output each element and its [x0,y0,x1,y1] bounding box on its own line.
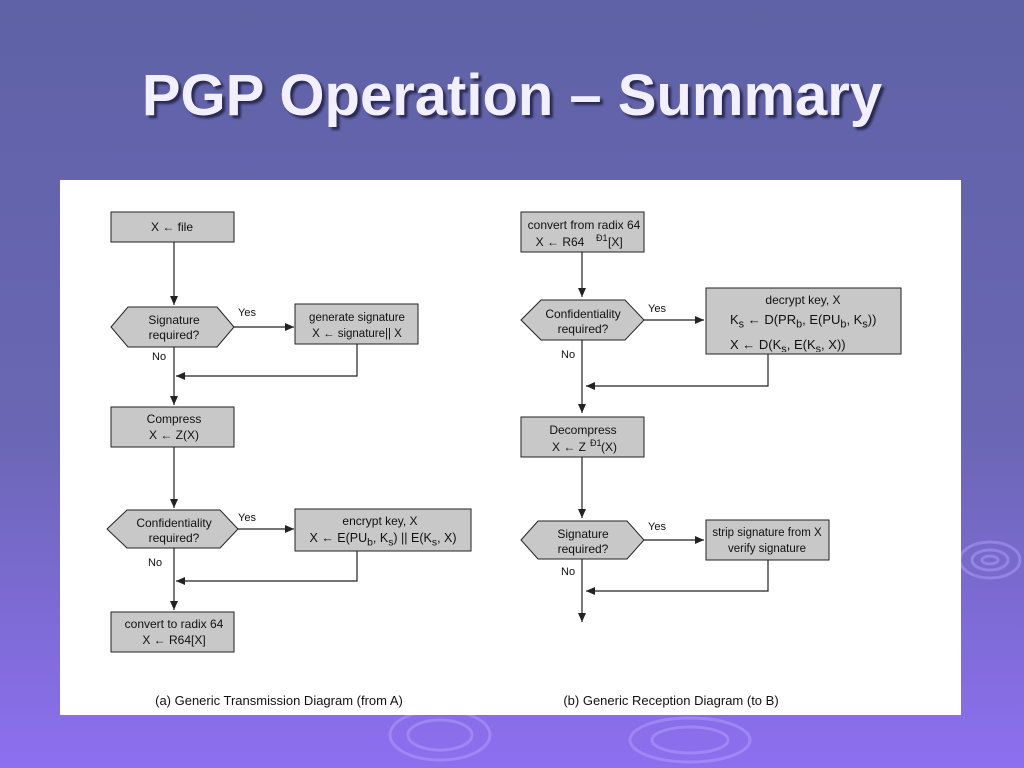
encrypt-formula: X ← E(PUb, Ks) || E(Ks, X) [309,531,456,549]
svg-text:X ← file: X ← file [151,220,193,234]
pgp-flow-diagram: X ← file Signature required? Yes No gene… [106,211,902,708]
compress-box: Compress X ← Z(X) [110,406,235,448]
rx-conf-yes-label: Yes [648,303,666,315]
file-box: X ← file [110,211,235,243]
svg-text:verify signature: verify signature [728,543,806,555]
arrow-gensig-return [176,344,358,380]
arrow-encrypt-return [176,551,358,585]
svg-text:Ð1: Ð1 [590,438,602,448]
svg-text:Ð1: Ð1 [596,233,608,243]
radix-box: convert to radix 64 X ← R64[X] [110,611,235,653]
svg-text:convert from radix 64: convert from radix 64 [528,218,641,232]
svg-text:X ← Z: X ← Z [552,440,586,454]
tx-sig-no-label: No [152,351,166,363]
rx-sig-no-label: No [561,566,575,578]
generate-signature-box: generate signature X ← signature|| X [294,303,419,345]
svg-text:encrypt key, X: encrypt key, X [342,514,417,528]
svg-text:Signature: Signature [148,313,200,327]
svg-text:[X]: [X] [608,235,623,249]
svg-text:(X): (X) [601,440,617,454]
svg-text:X ← R64: X ← R64 [536,235,585,249]
decompress-box: Decompress X ← Z Ð1 (X) [520,416,645,458]
arrow-strip-return [586,560,769,595]
rx-sig-yes-label: Yes [648,521,666,533]
diagram-panel: X ← file Signature required? Yes No gene… [60,180,961,715]
rx-confidentiality-decision: Confidentiality required? [520,299,645,341]
tx-sig-yes-label: Yes [238,307,256,319]
svg-text:X ← Z(X): X ← Z(X) [149,428,199,442]
svg-text:convert to radix 64: convert to radix 64 [125,617,224,631]
tx-conf-yes-label: Yes [238,512,256,524]
svg-text:generate signature: generate signature [309,312,405,324]
svg-text:required?: required? [558,322,609,336]
svg-text:Compress: Compress [147,412,202,426]
svg-text:required?: required? [149,328,200,342]
rx-signature-decision: Signature required? [520,520,645,560]
strip-signature-box: strip signature from X verify signature [705,519,830,561]
svg-text:required?: required? [558,542,609,556]
svg-text:X ← R64[X]: X ← R64[X] [142,633,205,647]
tx-signature-decision: Signature required? [110,306,235,348]
svg-text:Confidentiality: Confidentiality [545,307,620,321]
rx-conf-no-label: No [561,349,575,361]
encrypt-box: encrypt key, X [294,508,472,552]
decrypt-formulas: Ks ← D(PRb, E(PUb, Ks)) X ← D(Ks, E(Ks, … [730,312,876,352]
reception-caption: (b) Generic Reception Diagram (to B) [563,693,778,708]
tx-confidentiality-decision: Confidentiality required? [106,509,239,549]
svg-text:strip signature from X: strip signature from X [712,527,822,539]
arrow-decrypt-return [586,354,769,390]
svg-text:decrypt key, X: decrypt key, X [765,293,840,307]
svg-text:Signature: Signature [557,527,609,541]
convert-from-radix-box: convert from radix 64 X ← R64 Ð1 [X] [520,211,645,253]
svg-text:Decompress: Decompress [549,423,616,437]
slide-title: PGP Operation – Summary [141,63,883,128]
transmission-caption: (a) Generic Transmission Diagram (from A… [155,693,403,708]
decrypt-box: decrypt key, X [705,287,902,355]
tx-conf-no-label: No [148,557,162,569]
svg-text:Confidentiality: Confidentiality [136,516,211,530]
svg-text:required?: required? [149,531,200,545]
svg-text:X ← signature|| X: X ← signature|| X [312,328,402,340]
